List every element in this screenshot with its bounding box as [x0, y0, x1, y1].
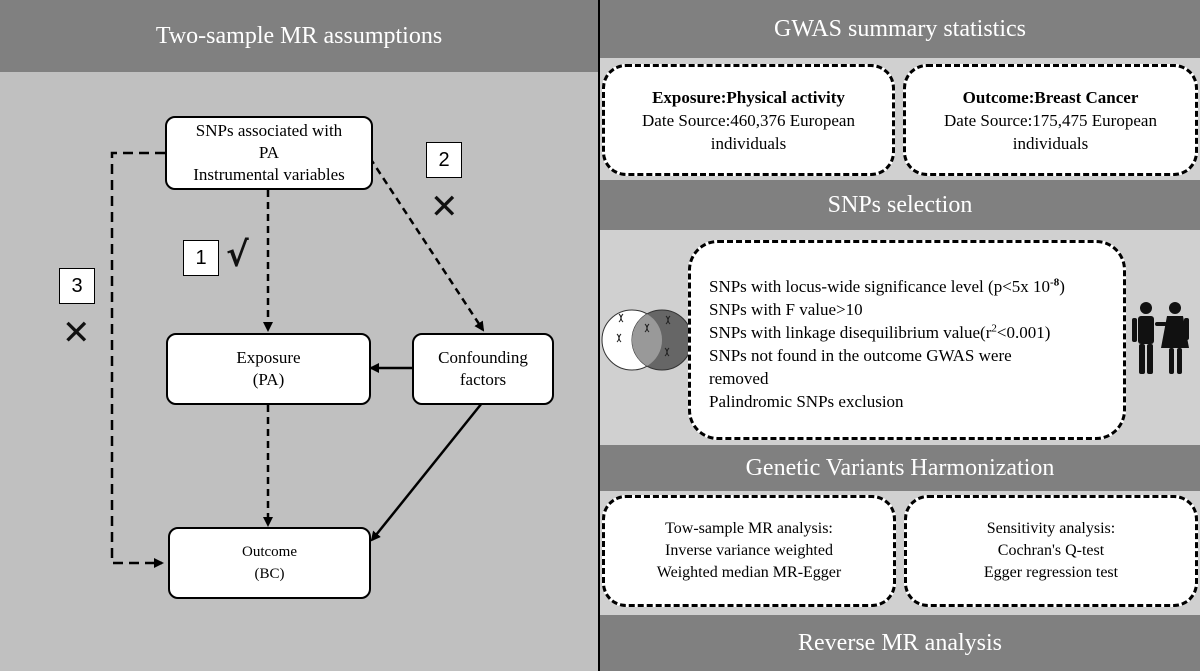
outcome-card-title: Outcome:Breast Cancer — [962, 87, 1139, 107]
panel-divider — [598, 0, 600, 671]
assumption-3-label: 3 — [59, 268, 95, 304]
snps-node-line-1: SNPs associated with — [195, 121, 343, 140]
criterion-1-exponent: -8 — [1050, 276, 1060, 289]
gwas-header: GWAS summary statistics — [600, 0, 1200, 58]
exposure-node-line-2: (PA) — [252, 370, 285, 389]
criterion-1-text: SNPs with locus-wide significance level … — [709, 277, 1051, 296]
exposure-node-line-1: Exposure — [236, 348, 301, 367]
sensitivity-title: Sensitivity analysis: — [986, 520, 1116, 537]
venn-diagram-icon — [601, 309, 690, 371]
criterion-not-found-line-2: removed — [709, 369, 769, 388]
snps-node: SNPs associated with PA Instrumental var… — [165, 116, 373, 190]
exposure-node: Exposure (PA) — [166, 333, 371, 405]
outcome-node-line-1: Outcome — [242, 544, 297, 560]
criterion-not-found-line-1: SNPs not found in the outcome GWAS were — [709, 346, 1012, 365]
sensitivity-cochran: Cochran's Q-test — [997, 542, 1105, 559]
criterion-linkage: SNPs with linkage disequilibrium value(r… — [709, 321, 1123, 344]
dna-icon — [616, 313, 671, 357]
assumption-2-number: 2 — [438, 148, 450, 171]
exposure-card: Exposure:Physical activity Date Source:4… — [602, 64, 895, 176]
snps-criteria-box: SNPs with locus-wide significance level … — [688, 240, 1126, 440]
snps-node-line-2: PA — [258, 143, 280, 162]
outcome-node-line-2: (BC) — [254, 566, 285, 582]
confounding-node-line-1: Confounding — [438, 348, 528, 367]
arrow-confounding-to-outcome — [370, 402, 483, 542]
snps-selection-header: SNPs selection — [600, 180, 1200, 230]
confounding-node: Confounding factors — [412, 333, 554, 405]
exposure-card-source: Date Source:460,376 European — [642, 110, 855, 130]
criterion-palindromic: Palindromic SNPs exclusion — [709, 392, 904, 411]
mr-analysis-title: Tow-sample MR analysis: — [665, 520, 833, 537]
left-header-title: Two-sample MR assumptions — [155, 22, 443, 49]
assumption-2-label: 2 — [426, 142, 462, 178]
assumption-3-number: 3 — [71, 274, 83, 297]
mr-analysis-ivw: Inverse variance weighted — [665, 542, 833, 559]
assumption-1-number: 1 — [195, 246, 207, 269]
mr-analysis-median-egger: Weighted median MR-Egger — [656, 564, 842, 581]
mr-analysis-card: Tow-sample MR analysis: Inverse variance… — [602, 495, 896, 607]
arrow-snps-to-outcome-direct — [110, 151, 165, 568]
sensitivity-egger: Egger regression test — [983, 564, 1119, 581]
people-icon — [1132, 302, 1189, 374]
harmonization-title: Genetic Variants Harmonization — [745, 454, 1055, 481]
left-header: Two-sample MR assumptions — [0, 0, 598, 72]
cross-icon-3: ✕ — [62, 313, 91, 353]
arrow-snps-to-confounding — [368, 157, 485, 332]
exposure-card-individuals: individuals — [710, 133, 787, 153]
reverse-mr-header: Reverse MR analysis — [600, 615, 1200, 671]
outcome-card-source: Date Source:175,475 European — [944, 110, 1157, 130]
snps-selection-title: SNPs selection — [827, 191, 973, 218]
confounding-node-line-2: factors — [459, 370, 507, 389]
criterion-3-text: SNPs with linkage disequilibrium value(r — [709, 323, 992, 342]
cross-icon-2: ✕ — [430, 187, 459, 227]
harmonization-header: Genetic Variants Harmonization — [600, 445, 1200, 491]
causal-diagram-arrows — [110, 151, 485, 568]
outcome-card: Outcome:Breast Cancer Date Source:175,47… — [903, 64, 1198, 176]
criterion-1-close: ) — [1059, 277, 1065, 296]
sensitivity-card: Sensitivity analysis: Cochran's Q-test E… — [904, 495, 1198, 607]
criterion-3-close: <0.001) — [996, 323, 1051, 342]
assumption-1-label: 1 — [183, 240, 219, 276]
exposure-card-title: Exposure:Physical activity — [652, 87, 845, 107]
snps-node-line-3: Instrumental variables — [193, 165, 345, 184]
criterion-significance: SNPs with locus-wide significance level … — [709, 275, 1123, 298]
check-icon: √ — [226, 235, 249, 275]
reverse-mr-title: Reverse MR analysis — [798, 629, 1002, 656]
criterion-3-exponent: 2 — [991, 322, 997, 335]
criterion-f-value: SNPs with F value>10 — [709, 300, 863, 319]
gwas-header-title: GWAS summary statistics — [774, 15, 1026, 42]
outcome-node: Outcome (BC) — [168, 527, 371, 599]
outcome-card-individuals: individuals — [1012, 133, 1089, 153]
